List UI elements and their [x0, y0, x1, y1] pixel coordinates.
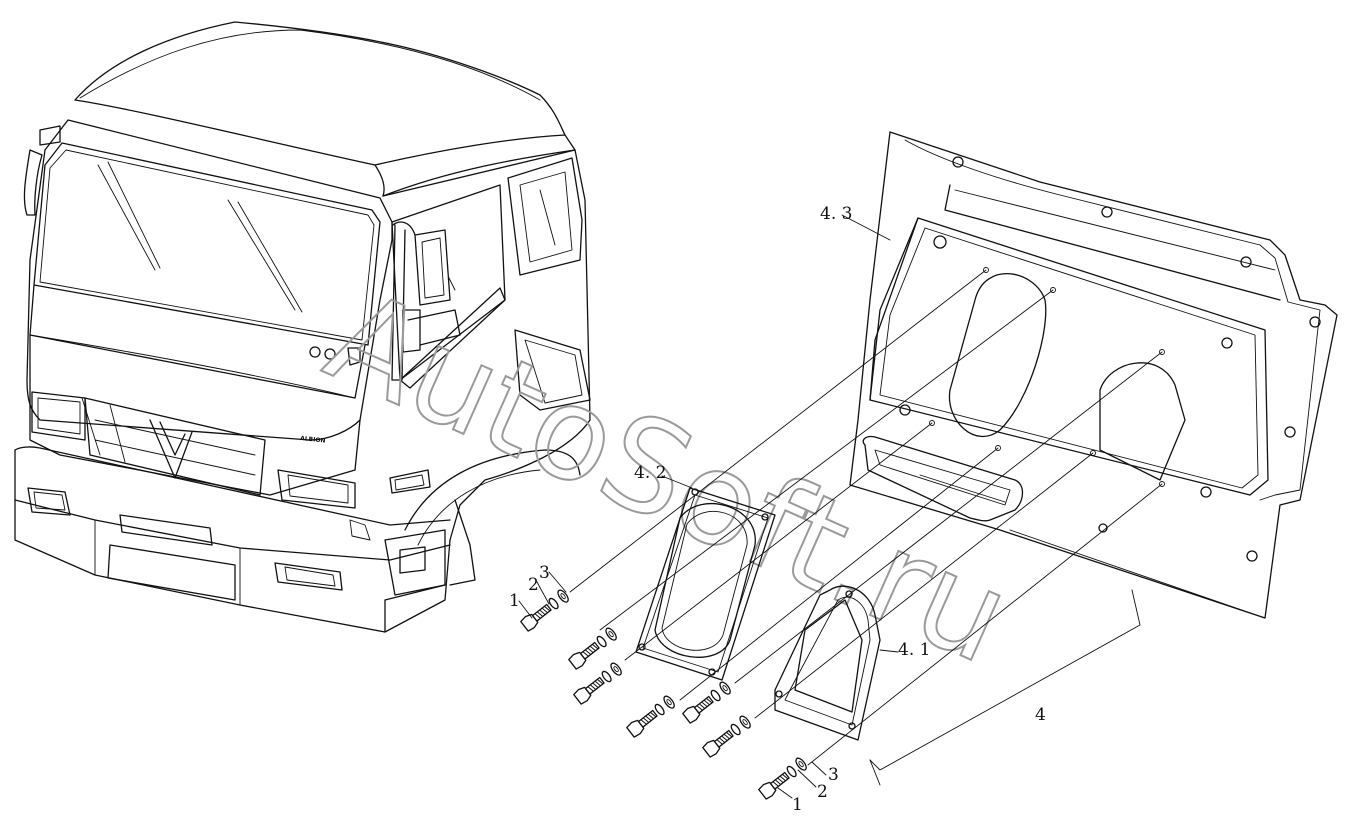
- callout-4: 4: [1035, 705, 1046, 725]
- callout-4-1: 4. 1: [898, 640, 930, 660]
- bolt-thread: [544, 605, 551, 612]
- bracket-4: [869, 529, 1266, 786]
- mounting-panel-icon: [849, 131, 1338, 619]
- callout-3-upper: 3: [539, 563, 550, 583]
- watermark-text: AutoSoft.ru: [307, 262, 1029, 693]
- bolt-thread: [774, 779, 782, 785]
- bolt-head: [702, 739, 721, 758]
- washer-icon: [548, 597, 559, 610]
- bolt-shank: [713, 729, 734, 748]
- bolt-thread: [703, 699, 710, 706]
- washer-icon: [601, 670, 612, 683]
- bolt-thread: [592, 643, 599, 650]
- washer-hole: [560, 593, 566, 600]
- washer-hole: [613, 666, 619, 673]
- bolt-thread: [647, 713, 654, 720]
- bolt-head: [626, 719, 645, 738]
- bolt-thread: [589, 645, 596, 652]
- bolt-thread: [587, 686, 594, 692]
- callout-leaders: [518, 214, 899, 799]
- washer-icon: [605, 627, 617, 641]
- truck-cab-icon: ALBION: [14, 21, 591, 633]
- bolt-shank: [584, 676, 605, 695]
- bolt-thread: [718, 737, 726, 743]
- callout-2-upper: 2: [528, 575, 539, 595]
- bolt-icon: [568, 627, 617, 670]
- bolt-thread: [584, 649, 592, 655]
- bolt-thread: [721, 735, 728, 741]
- bolt-thread: [701, 701, 708, 707]
- callout-2-lower: 2: [817, 782, 828, 802]
- bolt-thread: [706, 697, 713, 704]
- washer-icon: [719, 681, 731, 695]
- washer-hole: [742, 719, 748, 726]
- bolt-icon: [702, 715, 751, 758]
- bolt-icon: [758, 757, 807, 800]
- bolt-set: [520, 589, 807, 800]
- washer-icon: [557, 589, 569, 603]
- bolt-thread: [642, 717, 650, 723]
- gasket-large-icon: [635, 487, 776, 681]
- bolt-thread: [539, 609, 546, 615]
- washer-icon: [610, 662, 622, 676]
- washer-hole: [666, 699, 672, 706]
- bolt-thread: [779, 775, 786, 782]
- bolt-thread: [587, 647, 594, 653]
- bolt-thread: [534, 613, 541, 619]
- bolt-head: [682, 705, 701, 724]
- bolt-head: [758, 781, 777, 800]
- washer-hole: [722, 685, 728, 692]
- bolt-thread: [592, 682, 599, 688]
- bolt-icon: [573, 662, 622, 705]
- bolt-head: [573, 686, 592, 705]
- washer-icon: [795, 757, 807, 771]
- bolt-head: [520, 613, 539, 632]
- callout-1-lower: 1: [792, 795, 803, 815]
- washer-icon: [596, 635, 607, 648]
- brand-text: ALBION: [300, 435, 326, 445]
- bolt-thread: [772, 781, 779, 787]
- bolt-thread: [597, 678, 604, 685]
- bolt-thread: [696, 705, 703, 711]
- bolt-thread: [777, 777, 784, 783]
- bolt-head: [568, 651, 587, 670]
- bolt-thread: [640, 719, 647, 725]
- assembly-lines: [569, 269, 1163, 766]
- bolt-thread: [726, 731, 733, 738]
- callout-1-upper: 1: [509, 591, 520, 611]
- bolt-thread: [716, 739, 723, 745]
- bolt-thread: [582, 651, 589, 657]
- bolt-thread: [698, 703, 706, 709]
- bolt-icon: [626, 695, 675, 738]
- bolt-shank: [693, 695, 714, 714]
- washer-hole: [798, 761, 804, 768]
- bolt-shank: [531, 603, 552, 622]
- bolt-shank: [579, 641, 600, 660]
- washer-hole: [608, 631, 614, 638]
- callout-4-2: 4. 2: [634, 463, 666, 483]
- bolt-thread: [650, 711, 657, 718]
- bolt-thread: [589, 684, 597, 690]
- bolt-thread: [645, 715, 652, 721]
- bolt-shank: [637, 709, 658, 728]
- callout-4-3: 4. 3: [820, 204, 852, 224]
- bolt-thread: [536, 611, 544, 617]
- bolt-thread: [782, 773, 789, 780]
- washer-icon: [710, 689, 721, 702]
- bolt-icon: [682, 681, 731, 724]
- bolt-thread: [541, 607, 548, 614]
- bolt-shank: [769, 771, 790, 790]
- bolt-thread: [594, 680, 601, 687]
- washer-icon: [730, 723, 741, 736]
- bolt-thread: [723, 733, 730, 740]
- bolt-icon: [520, 589, 569, 632]
- washer-icon: [739, 715, 751, 729]
- washer-icon: [663, 695, 675, 709]
- washer-icon: [786, 765, 797, 778]
- washer-icon: [654, 703, 665, 716]
- callout-3-lower: 3: [828, 765, 839, 785]
